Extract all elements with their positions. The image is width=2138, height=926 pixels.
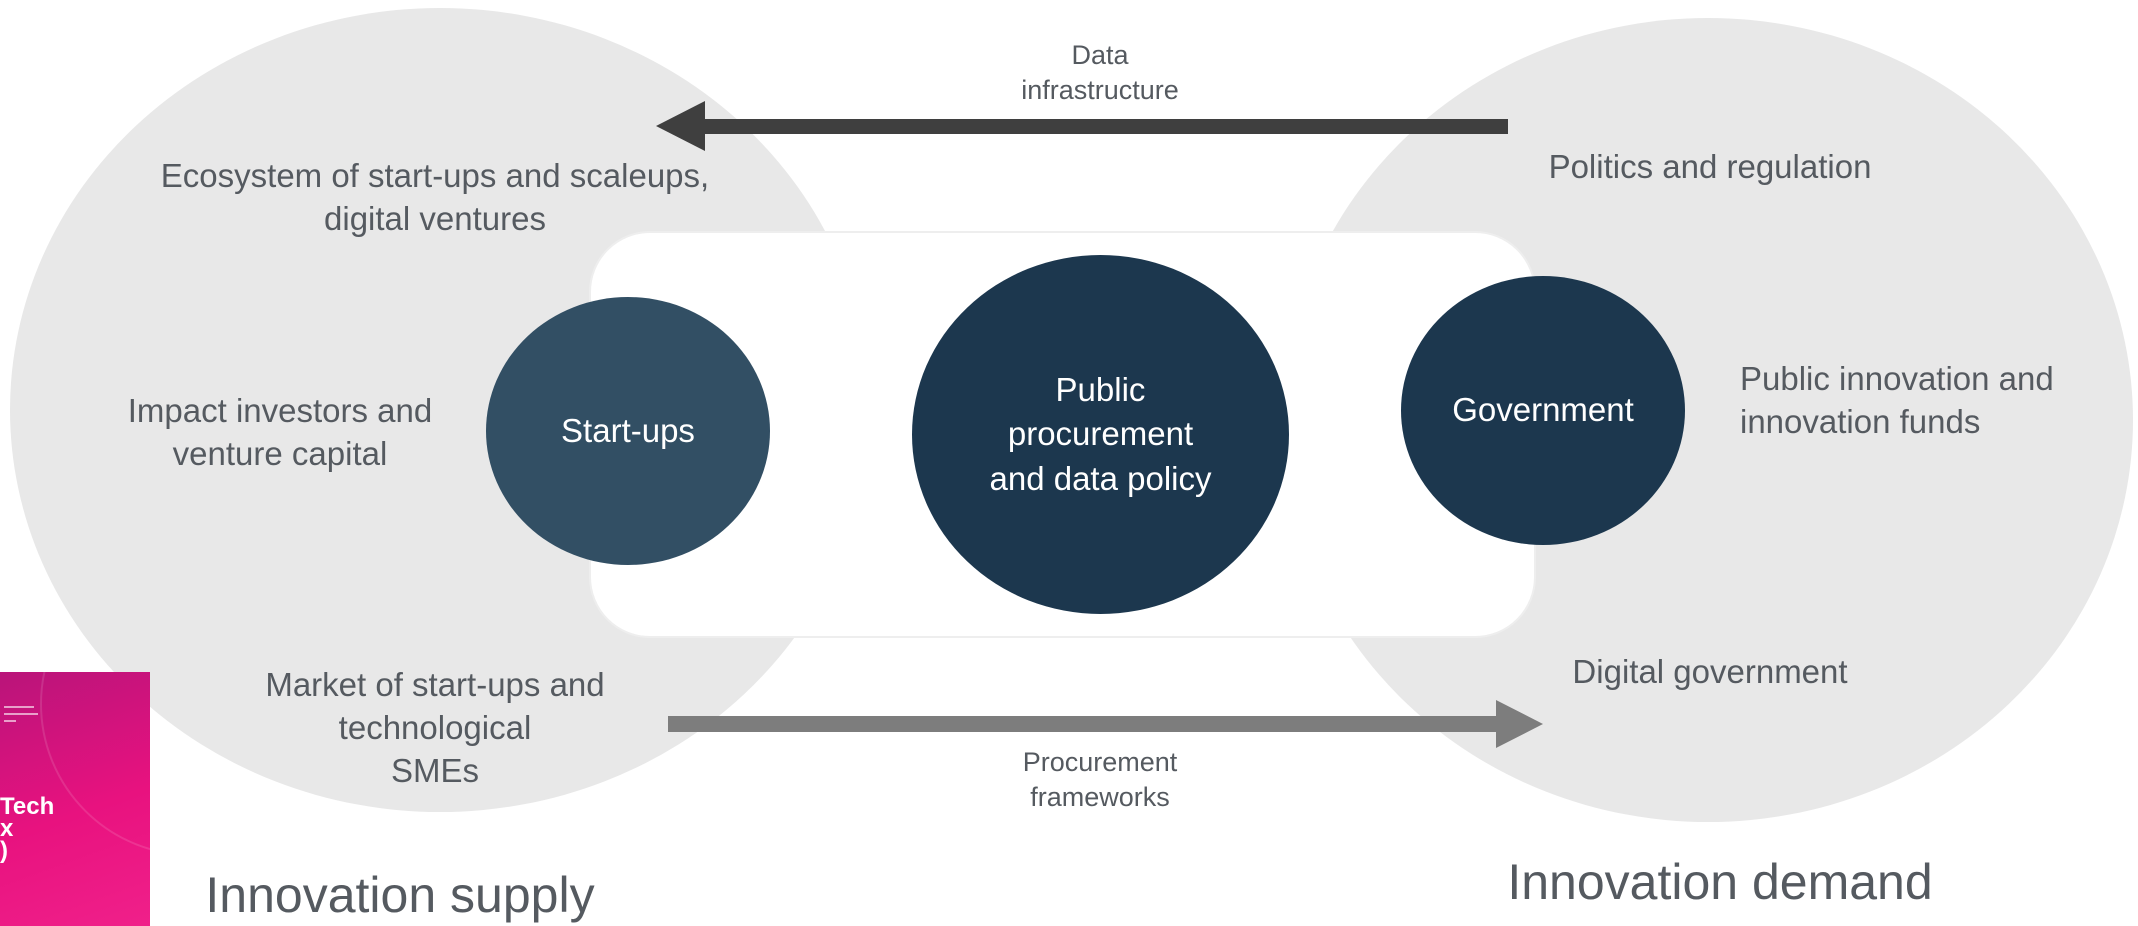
label-line: and data policy xyxy=(989,459,1212,497)
government-label: Government xyxy=(1452,391,1634,429)
label-line: Market of start-ups and xyxy=(265,666,605,703)
bottom-arrow-shaft xyxy=(668,716,1508,732)
bottom-arrow-label: Procurement frameworks xyxy=(960,745,1240,815)
demand-footer: Innovation demand xyxy=(1507,854,1933,910)
thumbnail-fine-lines xyxy=(4,706,44,727)
label-line: Impact investors and xyxy=(127,392,433,429)
startups-label: Start-ups xyxy=(561,411,695,449)
label-line: Procurement xyxy=(1022,747,1178,777)
label-line: Politics and regulation xyxy=(1548,148,1872,185)
demand-item-digital-government: Digital government xyxy=(1520,651,1900,694)
supply-item-market: Market of start-ups and technological SM… xyxy=(230,664,640,793)
label-line: innovation funds xyxy=(1740,402,1981,440)
label-line: Data xyxy=(1071,40,1129,70)
thumbnail-arc xyxy=(40,672,150,856)
demand-item-politics: Politics and regulation xyxy=(1500,146,1920,189)
startups-node: Start-ups xyxy=(486,297,770,565)
supply-item-ecosystem: Ecosystem of start-ups and scaleups, dig… xyxy=(100,155,770,241)
government-node: Government xyxy=(1401,276,1685,545)
supply-footer: Innovation supply xyxy=(205,867,595,923)
label-line: Public xyxy=(1055,370,1146,408)
label-line: SMEs xyxy=(390,751,479,789)
top-arrow-label: Data infrastructure xyxy=(960,38,1240,108)
label-line: frameworks xyxy=(1030,782,1170,813)
label-line: Ecosystem of start-ups and scaleups, xyxy=(160,157,710,194)
label-line: Digital government xyxy=(1572,653,1848,690)
top-arrow-head xyxy=(656,101,705,151)
demand-item-funds: Public innovation and innovation funds xyxy=(1740,358,2080,444)
thumbnail-line: ) xyxy=(0,837,8,864)
label-line: digital ventures xyxy=(324,199,546,237)
label-line: venture capital xyxy=(172,434,388,472)
report-thumbnail: Tech x ) xyxy=(0,672,150,926)
supply-item-investors: Impact investors and venture capital xyxy=(100,390,460,476)
label-line: Public innovation and xyxy=(1740,360,2054,397)
label-line: technological xyxy=(338,708,532,746)
top-arrow-shaft xyxy=(700,119,1508,134)
thumbnail-title: Tech x ) xyxy=(0,793,55,864)
bottom-arrow-head xyxy=(1496,700,1543,748)
policy-node: Public procurement and data policy xyxy=(912,255,1289,614)
policy-label: Public procurement and data policy xyxy=(990,368,1212,502)
label-line: infrastructure xyxy=(1021,75,1179,106)
thumbnail-line: Tech xyxy=(0,793,55,820)
label-line: procurement xyxy=(1007,415,1194,453)
thumbnail-line: x xyxy=(0,815,14,842)
